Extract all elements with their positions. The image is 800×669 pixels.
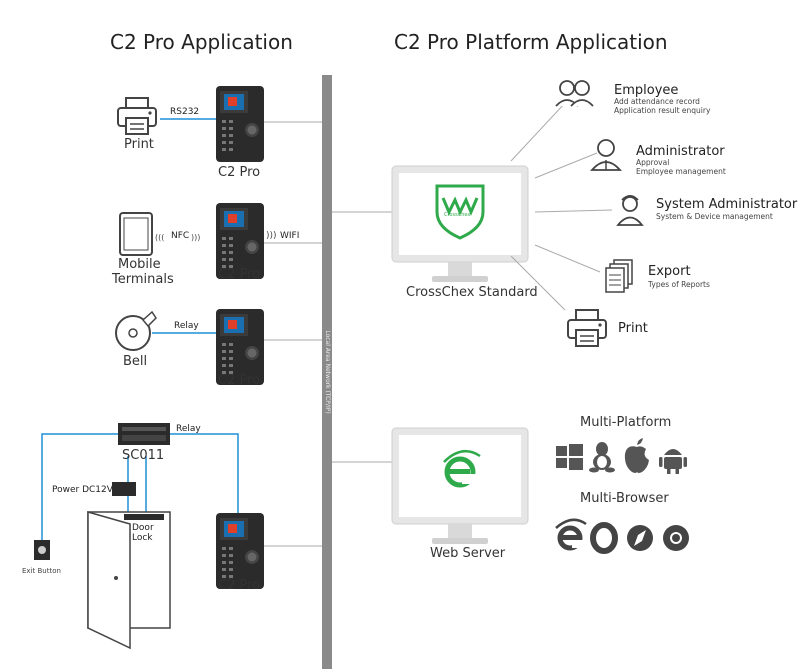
printer-icon	[567, 309, 607, 347]
door-leaf	[87, 511, 131, 650]
role-link	[534, 244, 601, 273]
apple-icon	[624, 438, 649, 473]
sc011-label: SC011	[122, 448, 165, 463]
android-icon	[659, 449, 687, 474]
documents-icon	[605, 259, 633, 293]
bell-relay-label: Relay	[174, 321, 199, 331]
device-label: C2 Pro	[218, 165, 261, 180]
mobile-label-2: Terminals	[112, 272, 174, 287]
windows-icon	[556, 444, 583, 470]
export-line-1: Types of Reports	[648, 280, 710, 289]
admin-icon	[590, 139, 622, 171]
wifi-label: WIFI	[280, 231, 300, 241]
bell-label: Bell	[123, 354, 148, 369]
role-link	[510, 255, 566, 311]
sc011-relay-label: Relay	[176, 424, 201, 434]
print-title: Print	[618, 321, 648, 336]
role-link	[510, 102, 566, 162]
sysadmin-icon	[616, 195, 644, 226]
door-lock	[124, 514, 164, 520]
exit-relay-link	[41, 433, 118, 540]
nfc-wave-icon: (((	[155, 233, 164, 242]
safari-icon	[627, 525, 653, 551]
printer-icon	[117, 97, 157, 135]
administrator-title: Administrator	[636, 144, 725, 159]
employee-line-2: Application result enquiry	[614, 106, 711, 115]
linux-icon	[589, 442, 615, 473]
rs232-label: RS232	[170, 107, 200, 117]
crosschex-label: CrossChex Standard	[406, 285, 538, 300]
print-label: Print	[124, 137, 154, 152]
right-title: C2 Pro Platform Application	[394, 30, 668, 54]
sc011-controller	[118, 423, 170, 445]
sysadmin-line-1: System & Device management	[656, 212, 773, 221]
users-icon	[555, 80, 594, 107]
web-server-label: Web Server	[430, 546, 506, 561]
network-label: Local Area Network (TCP/IP)	[324, 330, 331, 414]
chrome-icon	[663, 525, 689, 551]
export-title: Export	[648, 264, 691, 279]
role-link	[534, 152, 598, 179]
device-label: C2 Pro	[218, 373, 261, 388]
multi-browser-title: Multi-Browser	[580, 491, 669, 506]
sysadmin-title: System Administrator	[656, 197, 798, 212]
wifi-wave-icon: )))	[266, 231, 277, 241]
nfc-label: NFC	[171, 231, 190, 241]
device-label: C2 Pro	[218, 267, 261, 282]
employee-line-1: Add attendance record	[614, 97, 700, 106]
power-label: Power DC12V	[52, 485, 113, 495]
network-bus	[322, 75, 332, 669]
administrator-line-1: Approval	[636, 158, 670, 167]
role-link	[534, 209, 613, 213]
employee-title: Employee	[614, 83, 679, 98]
door-lock-label-2: Lock	[132, 533, 153, 543]
device-relay-link	[170, 433, 239, 513]
ie-icon	[555, 518, 587, 551]
mobile-label-1: Mobile	[118, 257, 161, 272]
left-title: C2 Pro Application	[110, 30, 293, 54]
ie-logo	[443, 449, 481, 488]
device-label: C2 Pro	[218, 578, 261, 593]
administrator-line-2: Employee management	[636, 167, 726, 176]
nfc-wave-icon: )))	[191, 233, 200, 242]
crosschex-logo-text: CrossChex	[444, 212, 471, 218]
multi-platform-title: Multi-Platform	[580, 415, 672, 430]
exit-button-label: Exit Button	[22, 567, 61, 575]
power-supply	[112, 482, 136, 496]
door-lock-label-1: Door	[132, 523, 154, 533]
opera-icon	[590, 522, 618, 554]
c2pro-device	[216, 86, 264, 162]
